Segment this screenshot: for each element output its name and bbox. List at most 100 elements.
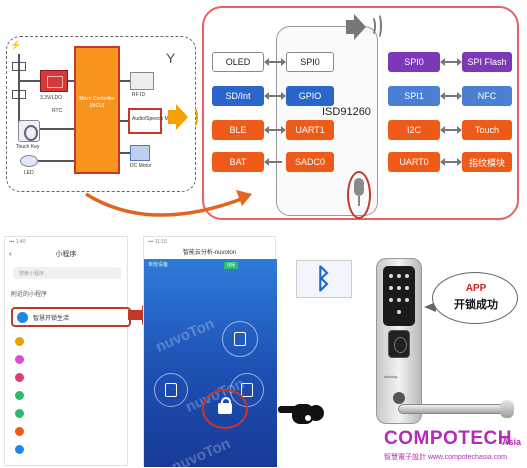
pin-spi1: SPI1 bbox=[388, 86, 440, 106]
bus-line bbox=[38, 160, 74, 162]
section-heading: 附近的小程序 bbox=[11, 292, 48, 298]
connect-badge[interactable]: 连接 bbox=[224, 262, 238, 269]
battery-icon bbox=[12, 90, 26, 99]
mini-program-item[interactable]: 智慧开锁生活 bbox=[11, 307, 131, 327]
power-bolt-icon: ⚡ bbox=[10, 40, 22, 50]
list-item[interactable] bbox=[15, 337, 29, 346]
speech-bubble bbox=[432, 272, 518, 324]
connector-arrow bbox=[440, 158, 462, 166]
pin-spi0-right: SPI0 bbox=[388, 52, 440, 72]
user-icon[interactable] bbox=[165, 383, 177, 397]
list-item[interactable] bbox=[15, 427, 29, 436]
ring-indicator bbox=[154, 373, 188, 407]
list-item[interactable] bbox=[15, 445, 29, 454]
keypad-key[interactable] bbox=[397, 298, 401, 302]
speech-bubble-tail bbox=[424, 302, 436, 312]
keypad-key[interactable] bbox=[397, 286, 401, 290]
keypad-key[interactable] bbox=[397, 310, 401, 314]
app-avatar bbox=[17, 312, 28, 323]
bus-line bbox=[120, 120, 128, 122]
ext-fingerprint-module: 指纹模块 bbox=[462, 152, 512, 172]
unlock-button[interactable] bbox=[202, 389, 248, 429]
antenna-icon: Y bbox=[166, 50, 176, 66]
pin-gpio: GPIO bbox=[286, 86, 334, 106]
device-status: 未检设备 bbox=[148, 262, 169, 268]
keypad-key[interactable] bbox=[405, 274, 409, 278]
bus-line bbox=[120, 80, 130, 82]
phone-mini-program-list: ▪▪▪ 1:40 ‹ 小程序 搜索小程序 附近的小程序 智慧开锁生活 bbox=[4, 236, 131, 466]
bluetooth-icon: ᛒ bbox=[315, 263, 332, 294]
bus-line bbox=[68, 80, 74, 82]
keypad-key[interactable] bbox=[389, 274, 393, 278]
keypad-key[interactable] bbox=[389, 286, 393, 290]
list-item[interactable] bbox=[15, 391, 29, 400]
keypad-key[interactable] bbox=[397, 274, 401, 278]
app-icon bbox=[15, 337, 24, 346]
connector-arrow bbox=[264, 92, 286, 100]
search-input[interactable]: 搜索小程序 bbox=[13, 267, 121, 279]
chip-title: ISD91260 bbox=[322, 106, 371, 118]
back-icon[interactable]: ‹ bbox=[9, 249, 12, 258]
phone1-title: 小程序 bbox=[55, 251, 77, 258]
list-item[interactable] bbox=[15, 355, 29, 364]
red-arrow-icon bbox=[128, 305, 152, 325]
microphone-icon bbox=[354, 178, 364, 196]
ext-ble: BLE bbox=[212, 120, 264, 140]
connector-arrow bbox=[264, 58, 286, 66]
control-screen: 未检设备 连接 nuvoTon nuvoTon nuvoTon bbox=[144, 259, 277, 468]
ext-spi-flash: SPI Flash bbox=[462, 52, 512, 72]
bluetooth-badge: ᛒ bbox=[296, 260, 352, 298]
door-handle-end bbox=[500, 400, 514, 418]
fingerprint-sensor-icon[interactable] bbox=[388, 330, 410, 358]
keypad-key[interactable] bbox=[405, 298, 409, 302]
app-icon bbox=[15, 409, 24, 418]
connector-arrow bbox=[264, 126, 286, 134]
ext-bat: BAT bbox=[212, 152, 264, 172]
bus-line bbox=[40, 128, 74, 130]
connector-arrow bbox=[440, 126, 462, 134]
audio-module: Audio/Speech Module bbox=[128, 108, 181, 134]
door-handle[interactable] bbox=[398, 404, 514, 414]
ldo-label: 3.3V/LDO bbox=[40, 95, 62, 101]
list-item[interactable] bbox=[15, 409, 29, 418]
ext-nfc: NFC bbox=[462, 86, 512, 106]
mcu-label: Micro Controller (MCU) bbox=[79, 96, 115, 109]
phone-lock-control: ▪▪▪ 11:15 智能云分析-nuvoton 未检设备 连接 nuvoTon … bbox=[143, 236, 277, 468]
app-icon bbox=[15, 391, 24, 400]
pin-i2c: I2C bbox=[388, 120, 440, 140]
pin-sadc0: SADC0 bbox=[286, 152, 334, 172]
power-rail bbox=[18, 54, 20, 132]
pin-uart0: UART0 bbox=[388, 152, 440, 172]
nuvoton-watermark: nuvoTon bbox=[153, 315, 217, 356]
rtc-label: RTC bbox=[52, 108, 63, 114]
ext-sd-int: SD/Int bbox=[212, 86, 264, 106]
compotech-tagline: 智慧電子設計 www.compotechasia.com bbox=[384, 454, 507, 461]
microphone-highlight bbox=[347, 171, 371, 219]
ext-oled: OLED bbox=[212, 52, 264, 72]
led-icon bbox=[20, 155, 38, 167]
app-icon bbox=[15, 355, 24, 364]
ldo-chip bbox=[40, 70, 68, 92]
mini-program-label: 智慧开锁生活 bbox=[33, 316, 70, 322]
battery-icon bbox=[12, 62, 26, 71]
motor-icon bbox=[130, 145, 150, 161]
edit-icon[interactable] bbox=[234, 332, 246, 346]
app-icon bbox=[15, 427, 24, 436]
list-item[interactable] bbox=[15, 373, 29, 382]
keypad-key[interactable] bbox=[405, 286, 409, 290]
nuvoton-watermark: nuvoTon bbox=[169, 435, 233, 468]
compotech-asia: Asia bbox=[502, 437, 522, 447]
pin-spi0-left: SPI0 bbox=[286, 52, 334, 72]
fingerprint-icon bbox=[18, 120, 40, 142]
touch-key-label: Touch Key bbox=[16, 144, 40, 150]
bus-line bbox=[20, 80, 40, 82]
keypad-key[interactable] bbox=[389, 298, 393, 302]
settings-icon[interactable] bbox=[241, 383, 253, 397]
lock-keypad[interactable] bbox=[383, 266, 415, 326]
compotech-logo: COMPOTECH bbox=[384, 428, 512, 449]
flow-arrow bbox=[85, 190, 252, 217]
lock-icon bbox=[218, 397, 232, 414]
led-label: LED bbox=[24, 170, 34, 176]
speaker-cone bbox=[354, 14, 366, 40]
connector-arrow bbox=[440, 92, 462, 100]
